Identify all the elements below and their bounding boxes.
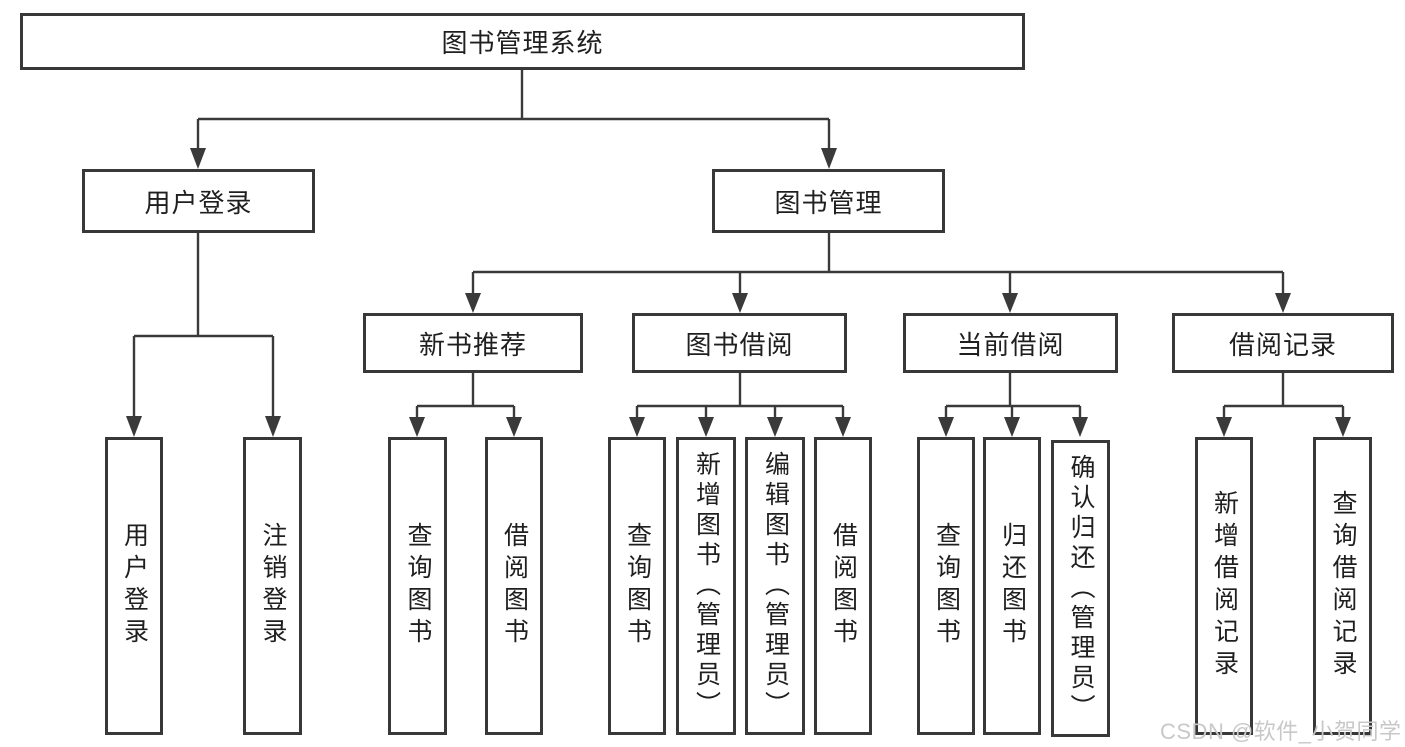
node-label: 查询借阅记录	[1329, 490, 1357, 682]
node-label: 查询图书	[404, 522, 432, 650]
node-label: 归还图书	[998, 522, 1027, 650]
leaf-edit-books-admin: 编辑图书（管理员）	[745, 437, 805, 735]
leaf-query-books-2: 查询图书	[608, 437, 666, 735]
node-label: 新增借阅记录	[1210, 490, 1239, 682]
node-label: 查询图书	[932, 522, 961, 650]
leaf-logout: 注销登录	[243, 437, 302, 735]
node-current-borrow: 当前借阅	[903, 313, 1118, 373]
node-label: 图书管理	[774, 187, 883, 218]
leaf-query-books-1: 查询图书	[388, 437, 447, 735]
node-label: 图书借阅	[685, 329, 794, 360]
node-label: 借阅记录	[1228, 329, 1337, 360]
leaf-user-login: 用户登录	[105, 437, 163, 735]
node-label: 新增图书（管理员）	[692, 451, 721, 721]
node-label: 注销登录	[259, 522, 287, 650]
node-label: 当前借阅	[956, 329, 1065, 360]
csdn-watermark: CSDN @软件_小贺同学	[1160, 719, 1402, 744]
leaf-add-books-admin: 新增图书（管理员）	[676, 437, 736, 735]
node-label: 图书管理系统	[441, 28, 604, 58]
leaf-add-borrow-record: 新增借阅记录	[1195, 437, 1253, 735]
node-user-login: 用户登录	[82, 169, 315, 233]
leaf-return-books: 归还图书	[983, 437, 1041, 735]
node-label: 查询图书	[623, 522, 652, 650]
leaf-query-borrow-record: 查询借阅记录	[1313, 437, 1372, 735]
node-borrow-record: 借阅记录	[1172, 313, 1394, 373]
node-book-borrow: 图书借阅	[632, 313, 847, 373]
node-label: 借阅图书	[829, 522, 858, 650]
leaf-confirm-return-admin: 确认归还（管理员）	[1051, 440, 1110, 737]
node-label: 用户登录	[144, 187, 253, 218]
node-label: 确认归还（管理员）	[1067, 453, 1095, 724]
leaf-borrow-books-1: 借阅图书	[485, 437, 543, 735]
leaf-borrow-books-2: 借阅图书	[814, 437, 872, 735]
leaf-query-books-3: 查询图书	[917, 437, 975, 735]
node-label: 新书推荐	[418, 329, 527, 360]
node-library-management-system: 图书管理系统	[20, 13, 1025, 70]
node-label: 编辑图书（管理员）	[761, 451, 790, 721]
node-new-book-recommend: 新书推荐	[363, 313, 583, 373]
node-label: 借阅图书	[500, 522, 529, 650]
node-book-management: 图书管理	[712, 169, 945, 233]
node-label: 用户登录	[120, 522, 149, 650]
